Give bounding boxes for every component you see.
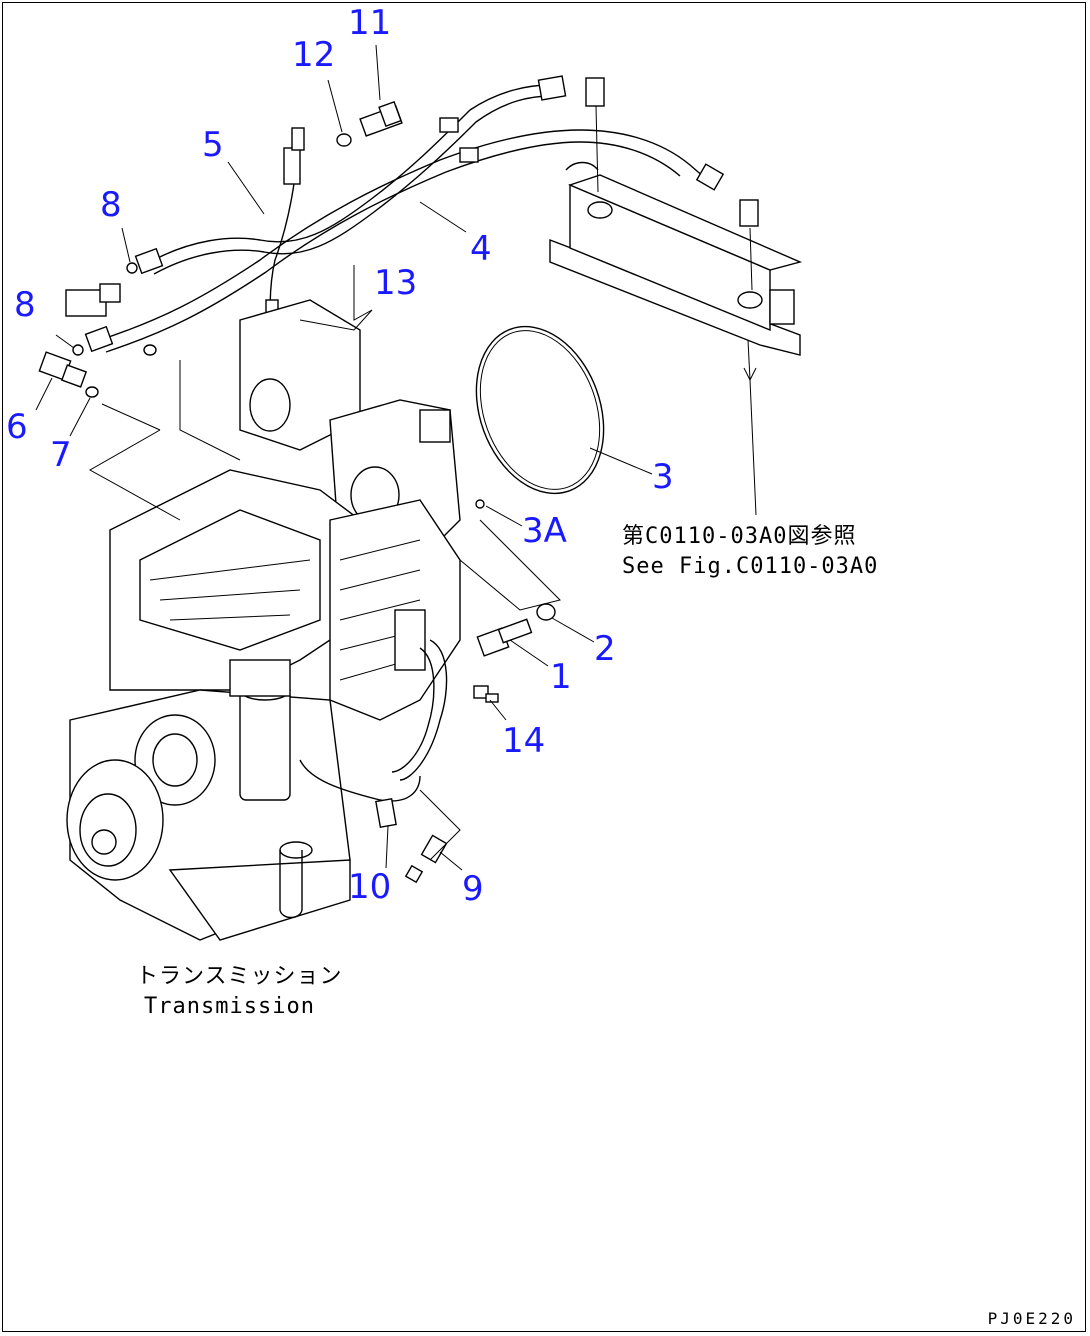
callout-12[interactable]: 12 <box>292 35 336 75</box>
callout-11[interactable]: 11 <box>348 3 392 43</box>
sensor-10 <box>375 797 397 829</box>
elbow-fitting <box>65 283 121 317</box>
o-ring-8-upper <box>126 262 138 274</box>
transmission-label-jp: トランスミッション <box>136 964 343 989</box>
callout-3[interactable]: 3 <box>652 457 674 497</box>
hose-fitting-left <box>84 75 725 353</box>
callout-9[interactable]: 9 <box>462 869 484 909</box>
callout-1[interactable]: 1 <box>550 657 572 697</box>
callout-6[interactable]: 6 <box>6 407 28 447</box>
callout-14[interactable]: 14 <box>502 721 546 761</box>
transmission-label-en: Transmission <box>144 994 315 1019</box>
washer-12 <box>336 133 352 147</box>
clip-14 <box>473 685 499 703</box>
hose-5 <box>149 84 553 275</box>
o-ring-3 <box>475 325 605 495</box>
leader-lines <box>35 44 653 871</box>
o-ring-8-lower <box>72 344 84 356</box>
switch-9 <box>404 834 448 884</box>
callout-4[interactable]: 4 <box>470 229 492 269</box>
callout-7[interactable]: 7 <box>50 435 72 475</box>
callout-10[interactable]: 10 <box>348 867 392 907</box>
callout-8-lower[interactable]: 8 <box>14 285 36 325</box>
reference-note-en: See Fig.C0110-03A0 <box>622 554 879 579</box>
callout-13[interactable]: 13 <box>374 263 418 303</box>
o-ring-3a <box>475 499 485 509</box>
oil-cooler <box>549 77 803 516</box>
callout-3a[interactable]: 3A <box>522 511 567 551</box>
transmission <box>66 299 461 941</box>
reference-note-jp: 第C0110-03A0図参照 <box>622 524 857 549</box>
callout-8-upper[interactable]: 8 <box>100 185 122 225</box>
hose-4 <box>99 129 717 353</box>
callout-5[interactable]: 5 <box>202 125 224 165</box>
fitting-6 <box>38 351 88 388</box>
plug-7 <box>85 386 99 398</box>
drawing-code: PJ0E220 <box>987 1309 1076 1328</box>
callout-2[interactable]: 2 <box>594 629 616 669</box>
bolt-1 <box>476 618 533 657</box>
bolt-11 <box>359 100 403 137</box>
